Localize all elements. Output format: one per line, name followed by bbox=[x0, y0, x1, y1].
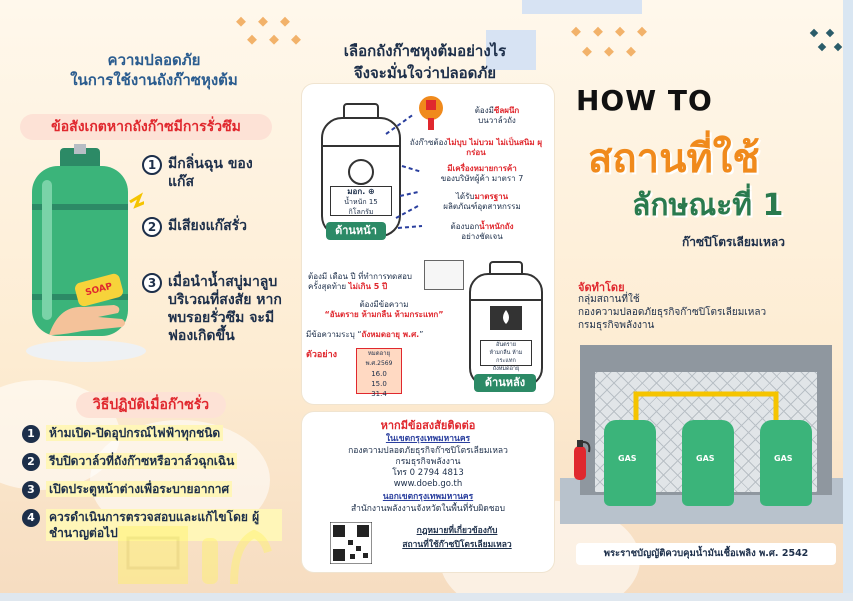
front-note: ต้องมีซีลผนึกบนวาล์วถัง bbox=[474, 106, 520, 125]
leak-action-item: 1 ห้ามเปิด-ปิดอุปกรณ์ไฟฟ้าทุกชนิด bbox=[22, 425, 292, 443]
select-cylinder-title: เลือกถังก๊าซหุงต้มอย่างไร จึงจะมั่นใจว่า… bbox=[343, 42, 507, 82]
example-label: ตัวอย่าง bbox=[306, 350, 338, 360]
qr-code-icon[interactable] bbox=[330, 522, 372, 564]
type-title: ลักษณะที่ 1 bbox=[632, 188, 784, 223]
lpg-cylinder: GAS bbox=[682, 420, 734, 506]
lpg-subtitle: ก๊าซปิโตรเลียมเหลว bbox=[682, 235, 785, 249]
leak-action-number: 2 bbox=[22, 453, 40, 471]
website-link[interactable]: www.doeb.go.th bbox=[393, 479, 463, 489]
back-warning-plate: อันตราย ห้ามกลืน ห้ามกระแทก ถังหมดอายุ พ… bbox=[480, 340, 532, 380]
frame-right bbox=[843, 0, 853, 601]
front-note: ได้รับมาตรฐานผลิตภัณฑ์อุตสาหกรรม bbox=[443, 192, 521, 211]
annotation-arrows bbox=[385, 113, 423, 229]
cylinder-inspection-card: มอก. ⊕ น้ำหนัก 15 กิโลกรัม ด้านหน้า ต้อง… bbox=[302, 84, 554, 404]
law-badge: พระราชบัญญัติควบคุมน้ำมันเชื้อเพลิง พ.ศ.… bbox=[576, 543, 836, 565]
valve-seal-icon bbox=[419, 96, 443, 130]
leak-sign-number: 1 bbox=[142, 155, 162, 175]
diamond-pattern-icon bbox=[236, 16, 301, 45]
leak-action-item: 2 รีบปิดวาล์วที่ถังก๊าซหรือวาล์วฉุกเฉิน bbox=[22, 453, 292, 471]
organizer-line: กองความปลอดภัยธุรกิจก๊าซปิโตรเลียมเหลว bbox=[578, 307, 767, 318]
front-note: ถังก๊าซต้องไม่บุบ ไม่บวม ไม่เป็นสนิม ผุก… bbox=[409, 138, 543, 157]
leak-action-text: รีบปิดวาล์วที่ถังก๊าซหรือวาล์วฉุกเฉิน bbox=[46, 453, 238, 469]
leak-action-text: ควรดำเนินการตรวจสอบและแก้ไขโดย ผู้ชำนาญต… bbox=[46, 509, 282, 541]
leak-signs-header: ข้อสังเกตหากถังก๊าซมีการรั่วซึม bbox=[20, 114, 272, 140]
leak-sign-item: 1 มีกลิ่นฉุน ของแก๊ส bbox=[142, 155, 258, 191]
leak-action-number: 4 bbox=[22, 509, 40, 527]
bangkok-phone: โทร 0 2794 4813 bbox=[392, 468, 464, 478]
appliance-illustration-icon bbox=[118, 526, 272, 585]
back-note: มีข้อความระบุ “ถังหมดอายุ พ.ศ.” bbox=[306, 330, 424, 339]
blue-square-decoration bbox=[486, 30, 536, 70]
back-side-label: ด้านหลัง bbox=[474, 374, 536, 392]
lpg-cylinder: GAS bbox=[760, 420, 812, 506]
leak-sign-item: 2 มีเสียงแก๊สรั่ว bbox=[142, 217, 288, 237]
contact-header: หากมีข้อสงสัยติดต่อ bbox=[380, 419, 476, 432]
leak-sign-item: 3 เมื่อนำน้ำสบู่มาลูบ บริเวณที่สงสัย หาก… bbox=[142, 273, 296, 345]
howto-title: HOW TO bbox=[576, 84, 713, 117]
organizer-label: จัดทำโดย bbox=[578, 281, 625, 294]
leak-sign-number: 2 bbox=[142, 217, 162, 237]
front-note: ต้องบอกน้ำหนักถังอย่างชัดเจน bbox=[450, 222, 514, 241]
leak-action-header: วิธีปฏิบัติเมื่อก๊าซรั่ว bbox=[76, 392, 226, 418]
hand-icon bbox=[49, 305, 125, 335]
bangkok-org: กองความปลอดภัยธุรกิจก๊าซปิโตรเลียมเหลว bbox=[348, 446, 508, 456]
front-note: มีเครื่องหมายการค้าของบริษัทผู้ค้า มาตรา… bbox=[440, 164, 524, 183]
safety-title: ความปลอดภัย ในการใช้งานถังก๊าซหุงต้ม bbox=[70, 51, 238, 89]
leak-sign-text: มีกลิ่นฉุน ของแก๊ส bbox=[168, 156, 253, 190]
front-side-label: ด้านหน้า bbox=[326, 222, 386, 240]
bangkok-header: ในเขตกรุงเทพมหานคร bbox=[385, 434, 471, 444]
contact-card: หากมีข้อสงสัยติดต่อ ในเขตกรุงเทพมหานคร ก… bbox=[302, 412, 554, 572]
outside-header: นอกเขตกรุงเทพมหานคร bbox=[382, 492, 474, 502]
leak-action-number: 3 bbox=[22, 481, 40, 499]
blue-bar-decoration bbox=[522, 0, 642, 14]
leak-action-text: เปิดประตูหน้าต่างเพื่อระบายอากาศ bbox=[46, 481, 233, 497]
leak-action-item: 3 เปิดประตูหน้าต่างเพื่อระบายอากาศ bbox=[22, 481, 292, 499]
leak-sign-text: เมื่อนำน้ำสบู่มาลูบ บริเวณที่สงสัย หากพบ… bbox=[168, 274, 282, 344]
organizer-line: กลุ่มสถานที่ใช้ bbox=[578, 294, 640, 305]
frame-bottom bbox=[0, 593, 853, 601]
back-note: ต้องมีข้อความ“อันตราย ห้ามกลืน ห้ามกระแท… bbox=[324, 300, 444, 319]
gas-pipe-icon bbox=[633, 391, 779, 420]
back-note: ต้องมี เดือน ปี ที่ทำการทดสอบ ครั้งสุดท้… bbox=[308, 272, 412, 291]
organizer-line: กรมธุรกิจพลังงาน bbox=[578, 320, 655, 331]
diamond-pattern-icon bbox=[809, 28, 843, 52]
leak-sign-number: 3 bbox=[142, 273, 162, 293]
place-title: สถานที่ใช้ bbox=[588, 136, 760, 182]
bangkok-dept: กรมธุรกิจพลังงาน bbox=[395, 457, 461, 467]
leak-sign-text: มีเสียงแก๊สรั่ว bbox=[168, 218, 248, 234]
law-link[interactable]: สถานที่ใช้ก๊าซปิโตรเลียมเหลว bbox=[402, 540, 512, 550]
left-panel: ความปลอดภัย ในการใช้งานถังก๊าซหุงต้ม ข้อ… bbox=[14, 40, 286, 590]
leak-action-text: ห้ามเปิด-ปิดอุปกรณ์ไฟฟ้าทุกชนิด bbox=[46, 425, 224, 441]
outside-org: สำนักงานพลังงานจังหวัดในพื้นที่รับผิดชอบ bbox=[350, 504, 506, 514]
law-link[interactable]: กฎหมายที่เกี่ยวข้องกับ bbox=[416, 526, 498, 536]
fire-extinguisher-icon bbox=[574, 440, 591, 480]
diamond-pattern-icon bbox=[571, 26, 647, 57]
leak-action-number: 1 bbox=[22, 425, 40, 443]
leak-action-item: 4 ควรดำเนินการตรวจสอบและแก้ไขโดย ผู้ชำนา… bbox=[22, 509, 292, 541]
lpg-cylinder: GAS bbox=[604, 420, 656, 506]
cylinder-base bbox=[26, 340, 146, 362]
test-date-plate bbox=[424, 260, 464, 290]
front-rating-plate: มอก. ⊕ น้ำหนัก 15 กิโลกรัม bbox=[330, 186, 392, 216]
example-plate: หมดอายุ พ.ศ.2569 16.0 15.0 31.4 bbox=[356, 348, 402, 398]
